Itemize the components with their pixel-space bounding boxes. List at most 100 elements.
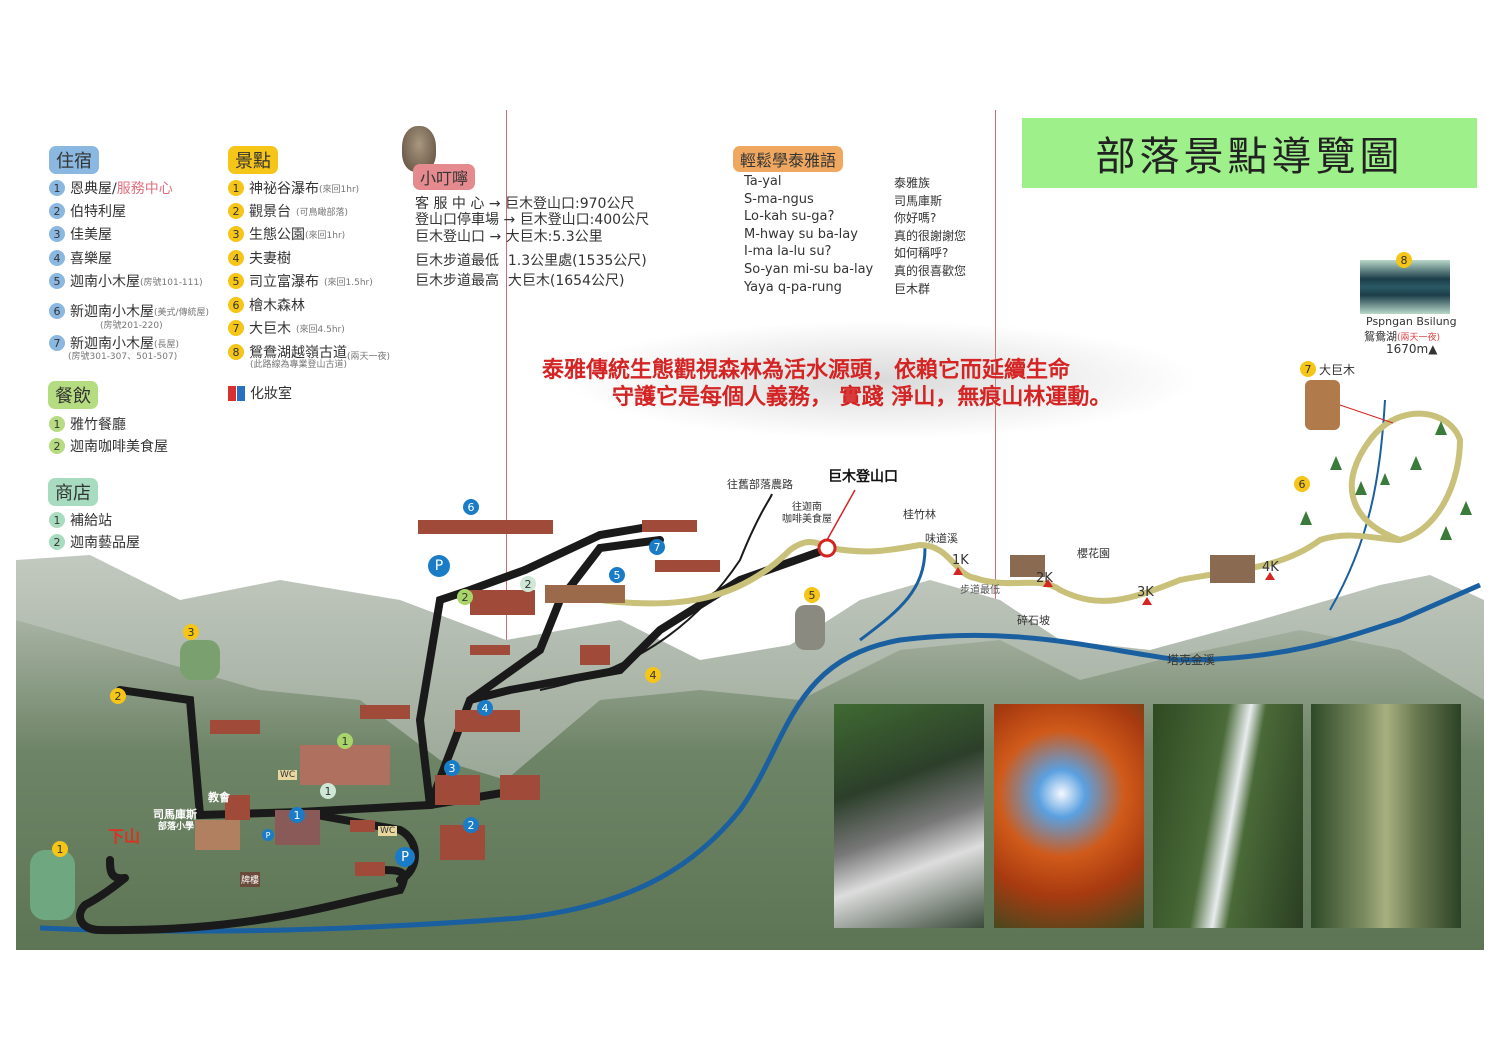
parking-icon[interactable]: P xyxy=(428,555,450,577)
marker-attraction-3[interactable]: 3 xyxy=(183,624,199,640)
lake-name-zh: 鴛鴦湖(兩天一夜) xyxy=(1364,330,1441,343)
marker-attraction-8[interactable]: 8 xyxy=(1396,252,1412,268)
km-3-label: 3K xyxy=(1137,585,1154,600)
marker-lodging-7[interactable]: 7 xyxy=(649,539,665,555)
school-label-2: 部落小學 xyxy=(158,822,195,832)
tayal-phrase: Ta-yal xyxy=(744,174,782,189)
wc-label: WC xyxy=(278,770,298,780)
km-4-label: 4K xyxy=(1262,560,1279,575)
tayal-phrase: Lo-kah su-ga? xyxy=(744,209,835,225)
tip-fact-1: 巨木步道最低 1.3公里處(1535公尺) xyxy=(415,253,647,269)
old-farm-road xyxy=(539,493,773,691)
marker-lodging-1[interactable]: 1 xyxy=(289,807,305,823)
gravel-label: 碎石坡 xyxy=(1017,614,1050,627)
tips-heading: 小叮嚀 xyxy=(413,164,476,190)
trailhead-label: 巨木登山口 xyxy=(828,469,898,485)
lake-photo xyxy=(1360,260,1450,314)
stream-label: 味道溪 xyxy=(925,532,958,545)
wc-label: WC xyxy=(378,826,398,836)
tip-row-1: 客 服 中 心 → 巨木登山口:970公尺 xyxy=(415,196,635,212)
trees xyxy=(1300,421,1472,540)
tayal-heading: 輕鬆學泰雅語 xyxy=(733,146,844,172)
arrow-icon: → xyxy=(489,229,502,245)
fold-line-2 xyxy=(995,110,996,950)
buildings xyxy=(195,520,1255,876)
marker-attraction-2[interactable]: 2 xyxy=(110,688,126,704)
marker-shop-1[interactable]: 1 xyxy=(320,783,336,799)
lake-elevation: 1670m▲ xyxy=(1386,342,1438,356)
attractions-heading: 景點 xyxy=(228,146,278,174)
tayal-phrase: Yaya q-pa-rung xyxy=(744,279,842,295)
tayal-phrase: S-ma-ngus xyxy=(744,191,814,207)
tip-row-2: 登山口停車場 → 巨木登山口:400公尺 xyxy=(415,212,650,228)
stream-weidao xyxy=(859,547,927,642)
marker-shop-2[interactable]: 2 xyxy=(520,576,536,592)
tip-row-3: 巨木登山口 → 大巨木:5.3公里 xyxy=(415,229,603,245)
slogan-line-2: 守護它是每個人義務， 實踐 淨山，無痕山林運動。 xyxy=(612,385,1112,410)
marker-attraction-6[interactable]: 6 xyxy=(1294,476,1310,492)
arrow-icon: → xyxy=(503,212,516,228)
tayal-translation: 泰雅族 xyxy=(894,176,931,190)
parking-icon[interactable]: P xyxy=(395,847,415,867)
parking-icon[interactable]: P xyxy=(262,829,274,841)
marker-lodging-2[interactable]: 2 xyxy=(463,817,479,833)
big-tree-label: 大巨木 xyxy=(1319,363,1356,377)
restroom-legend: 化妝室 xyxy=(228,383,292,403)
to-cafe-label: 往迦南 咖啡美食屋 xyxy=(782,502,832,525)
tip-fact-2: 巨木步道最高 大巨木(1654公尺) xyxy=(415,273,625,289)
trailhead-marker xyxy=(817,538,837,558)
cloud-brush xyxy=(560,320,1200,440)
lodging-item-7-rooms: (房號301-307、501-507) xyxy=(68,352,178,362)
lake-name: Pspngan Bsilung xyxy=(1366,315,1457,328)
marker-attraction-1[interactable]: 1 xyxy=(52,841,68,857)
tayal-translation: 真的很謝謝您 xyxy=(894,228,967,243)
shops-heading: 商店 xyxy=(48,478,98,506)
photo-autumn-maple xyxy=(994,704,1144,928)
photo-giant-tree xyxy=(1311,704,1461,928)
photo-waterfall-gorge xyxy=(834,704,984,928)
marker-attraction-7[interactable]: 7 xyxy=(1300,361,1316,377)
old-road-label: 往舊部落農路 xyxy=(727,478,793,491)
marker-attraction-4[interactable]: 4 xyxy=(645,667,661,683)
marker-lodging-3[interactable]: 3 xyxy=(444,760,460,776)
tayal-phrase: M-hway su ba-lay xyxy=(744,226,858,242)
marker-lodging-6[interactable]: 6 xyxy=(463,499,479,515)
marker-lodging-4[interactable]: 4 xyxy=(477,700,493,716)
school-label: 司馬庫斯 xyxy=(153,808,197,821)
slogan-line-1: 泰雅傳統生態觀視森林為活水源頭，依賴它而延續生命 xyxy=(542,358,1071,383)
marker-dining-1[interactable]: 1 xyxy=(337,733,353,749)
marker-attraction-5[interactable]: 5 xyxy=(804,587,820,603)
lodging-item-6-rooms: (房號201-220) xyxy=(100,321,163,331)
gate-label: 牌樓 xyxy=(240,872,261,887)
sakura-label: 櫻花園 xyxy=(1077,547,1110,560)
page-title: 部落景點導覽圖 xyxy=(1022,118,1477,188)
marker-dining-2[interactable]: 2 xyxy=(457,589,473,605)
church-label: 教會 xyxy=(208,791,230,804)
marker-lodging-5[interactable]: 5 xyxy=(609,567,625,583)
km-2-label: 2K xyxy=(1036,571,1053,586)
restroom-icon xyxy=(228,385,245,401)
down-mountain-label: 下山 xyxy=(108,827,141,846)
eco-park-image xyxy=(180,640,220,680)
lodging-heading: 住宿 xyxy=(49,146,99,174)
bamboo-label: 桂竹林 xyxy=(903,508,936,521)
arrow-icon: → xyxy=(488,196,501,212)
